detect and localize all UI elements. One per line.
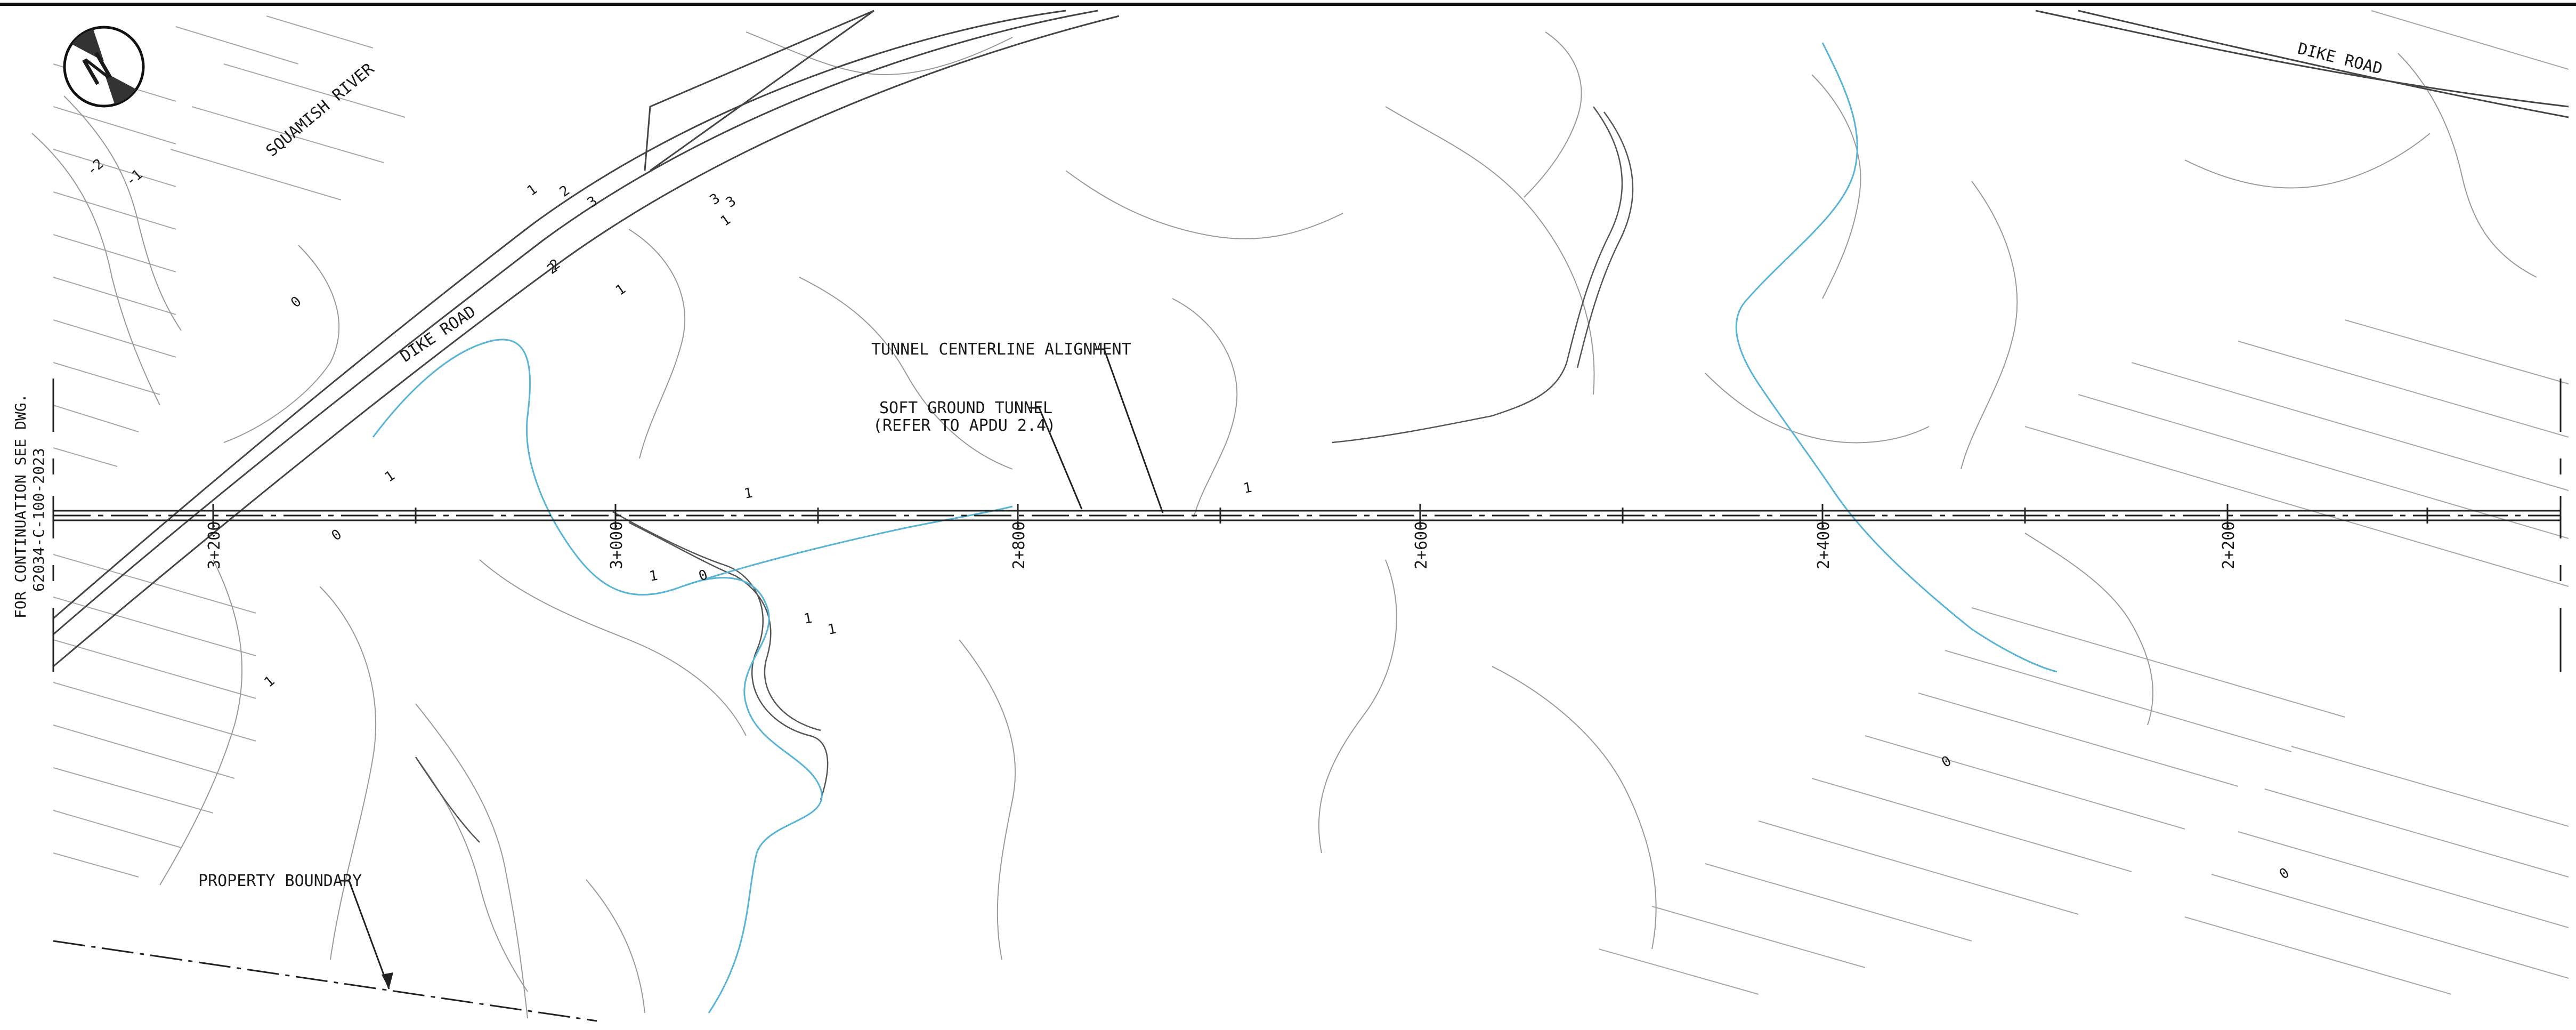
contour-label: 1	[648, 568, 659, 585]
contour-label: 0	[329, 526, 345, 544]
contour-label: 1	[613, 281, 629, 299]
tunnel-centerline-leader	[1093, 348, 1164, 513]
contour-label: 1	[803, 610, 814, 627]
property-boundary-arrowhead	[382, 972, 393, 989]
north-arrow-icon: N	[63, 26, 145, 108]
tunnel-centerline-label: TUNNEL CENTERLINE ALIGNMENT	[871, 340, 1131, 359]
dike-road	[53, 10, 2569, 667]
station-label: 2+400	[1814, 521, 1833, 569]
station-label: 3+000	[607, 521, 626, 569]
river-label: SQUAMISH RIVER	[263, 59, 378, 160]
soft-ground-label-2: (REFER TO APDU 2.4)	[873, 416, 1056, 435]
match-line-left	[52, 379, 2562, 672]
terrain-contours	[31, 31, 2537, 1019]
contour-label: 0	[2277, 865, 2293, 883]
creek	[372, 42, 2057, 1013]
contour-label: 3	[707, 190, 723, 208]
property-boundary-leader	[340, 880, 390, 989]
river-hatch-right	[1598, 10, 2569, 995]
river-hatch-left	[53, 15, 406, 878]
contour-label: 1	[743, 485, 754, 502]
station-label: 2+800	[1010, 521, 1028, 569]
contour-label: 3	[723, 193, 739, 211]
continuation-note-line1: FOR CONTINUATION SEE DWG.	[12, 394, 29, 618]
continuation-note-line2: 62034-C-100-2023	[30, 448, 47, 592]
contour-label: 0	[288, 293, 304, 311]
station-labels: 3+200 3+000 2+800 2+600 2+400 2+200	[205, 521, 2238, 569]
property-boundary-label: PROPERTY BOUNDARY	[198, 872, 362, 890]
contour-label: 0	[1939, 753, 1955, 771]
contour-label: 1	[827, 621, 838, 638]
contour-label: 1	[1242, 480, 1253, 497]
contour-label: 1	[524, 181, 540, 199]
contour-label: -1	[123, 166, 145, 189]
tunnel-alignment	[53, 504, 2561, 528]
soft-ground-label-1: SOFT GROUND TUNNEL	[879, 399, 1052, 417]
property-boundary-line	[53, 940, 597, 1022]
soft-ground-leader	[1028, 407, 1083, 510]
station-label: 3+200	[205, 521, 224, 569]
station-label: 2+200	[2219, 521, 2238, 569]
dike-road-label-left: DIKE ROAD	[397, 302, 479, 366]
contour-label: 1	[261, 673, 278, 690]
station-label: 2+600	[1412, 521, 1431, 569]
contour-label: 1	[382, 468, 398, 486]
contour-label: 1	[718, 212, 734, 230]
